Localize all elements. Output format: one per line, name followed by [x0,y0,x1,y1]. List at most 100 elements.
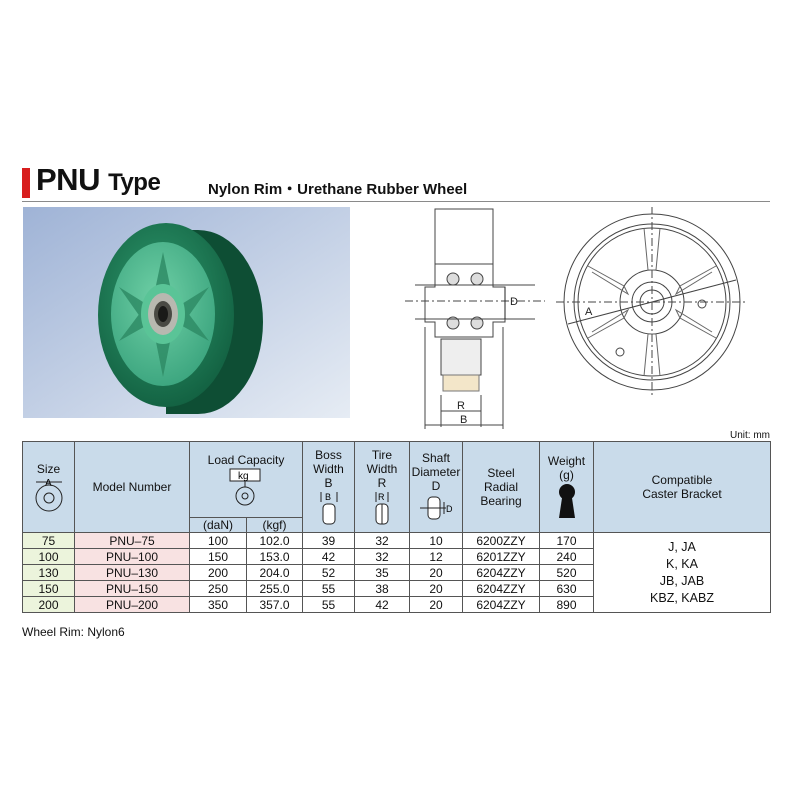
cell-model: PNU–150 [74,580,190,597]
bearing-line2: Radial [483,480,519,494]
header-size: Size A [22,441,75,533]
cell-boss: 55 [302,596,355,613]
cell-kgf: 357.0 [246,596,303,613]
table-row: 150 PNU–150 250 255.0 55 38 20 6204ZZY 6… [22,580,771,597]
compatible-line2: Caster Bracket [642,487,722,501]
table-row: 100 PNU–100 150 153.0 42 32 12 6201ZZY 2… [22,548,771,565]
table-row: 200 PNU–200 350 357.0 55 42 20 6204ZZY 8… [22,596,771,613]
shaft-diameter-line1: Shaft [421,451,451,465]
compatible-item: KBZ, KABZ [650,590,714,605]
tire-width-line3: R [377,476,387,490]
tire-symbol: R [378,492,385,502]
cell-bearing: 6204ZZY [462,596,540,613]
cell-weight: 890 [539,596,594,613]
load-capacity-label: Load Capacity [207,452,285,467]
header-bearing: Steel Radial Bearing [462,441,540,533]
shaft-diameter-line3: D [431,479,441,493]
unit-note: Unit: mm [730,430,770,441]
label-r: R [457,400,465,412]
cell-dan: 350 [189,596,247,613]
boss-symbol: B [325,492,331,502]
load-weight-icon: kg [229,468,261,505]
cell-size: 130 [22,564,75,581]
header-compatible: Compatible Caster Bracket [593,441,771,533]
cell-boss: 39 [302,532,355,549]
cell-shaft: 20 [409,580,463,597]
title-model: PNU [36,162,100,197]
technical-drawing: D R B A [405,207,748,429]
bearing-line1: Steel [487,466,515,480]
cell-bearing: 6204ZZY [462,564,540,581]
title-type: Type [108,169,161,196]
compatible-item: J, JA [668,539,696,554]
label-b: B [460,414,467,426]
cell-tire: 42 [354,596,410,613]
header-boss-width: Boss Width B B [302,441,355,533]
page-title: PNU Type [36,162,161,198]
compatible-item: K, KA [666,556,698,571]
boss-width-icon: B [320,492,337,525]
shaft-diameter-icon: D [420,496,453,520]
cell-bearing: 6200ZZY [462,532,540,549]
cell-dan: 200 [189,564,247,581]
boss-width-line2: Width [313,462,344,476]
cell-kgf: 255.0 [246,580,303,597]
cell-weight: 170 [539,532,594,549]
weight-line2: (g) [559,468,574,482]
kg-symbol: kg [238,471,249,482]
header-load-capacity: Load Capacity kg [189,441,303,518]
cell-tire: 35 [354,564,410,581]
header-size-label: Size [36,462,61,476]
cell-weight: 630 [539,580,594,597]
table-row: 130 PNU–130 200 204.0 52 35 20 6204ZZY 5… [22,564,771,581]
cell-bearing: 6204ZZY [462,580,540,597]
boss-width-line3: B [324,476,333,490]
tire-width-line2: Width [366,462,398,476]
cell-shaft: 20 [409,564,463,581]
compatible-line1: Compatible [651,473,713,487]
cell-dan: 150 [189,548,247,565]
size-symbol: A [45,478,52,489]
header-dan: (daN) [189,517,247,533]
bearing-line3: Bearing [480,494,522,508]
cell-tire: 32 [354,548,410,565]
tire-width-icon: R [375,492,389,525]
cell-size: 150 [22,580,75,597]
tire-width-line1: Tire [371,448,393,462]
compatible-item: JB, JAB [659,573,705,588]
footnote: Wheel Rim: Nylon6 [22,625,125,639]
header-weight: Weight (g) [539,441,594,533]
weight-icon [558,484,575,518]
cell-compatible-brackets: J, JA K, KA JB, JAB KBZ, KABZ [593,532,771,613]
cell-shaft: 12 [409,548,463,565]
size-wheel-icon: A [35,478,62,512]
cell-weight: 240 [539,548,594,565]
header-shaft-diameter: Shaft Diameter D D [409,441,463,533]
cell-kgf: 153.0 [246,548,303,565]
cell-model: PNU–75 [74,532,190,549]
front-view [556,207,748,398]
cell-kgf: 102.0 [246,532,303,549]
cell-shaft: 10 [409,532,463,549]
cell-kgf: 204.0 [246,564,303,581]
cell-tire: 38 [354,580,410,597]
table-row: 75 PNU–75 100 102.0 39 32 10 6200ZZY 170… [22,532,771,613]
header-tire-width: Tire Width R R [354,441,410,533]
cell-model: PNU–200 [74,596,190,613]
cell-size: 200 [22,596,75,613]
wheel-photo [23,207,350,418]
cell-size: 100 [22,548,75,565]
spec-table: Size A Model Number Load Capacity kg [22,441,771,613]
cell-tire: 32 [354,532,410,549]
cell-weight: 520 [539,564,594,581]
cell-model: PNU–130 [74,564,190,581]
cell-boss: 42 [302,548,355,565]
page-subtitle: Nylon Rim・Urethane Rubber Wheel [208,181,468,198]
side-section-view [405,208,545,429]
cell-shaft: 20 [409,596,463,613]
header-model-number: Model Number [74,441,190,533]
boss-width-line1: Boss [315,448,342,462]
cell-boss: 52 [302,564,355,581]
cell-dan: 250 [189,580,247,597]
header-kgf: (kgf) [246,517,303,533]
